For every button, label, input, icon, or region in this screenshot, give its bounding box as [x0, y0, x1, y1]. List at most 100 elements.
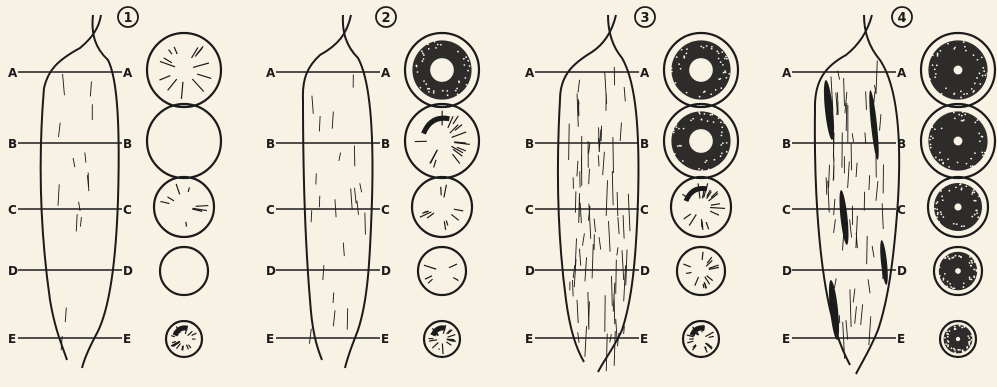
stem-streak: [614, 331, 615, 366]
section-label-left: C: [8, 203, 17, 217]
section-label-left: D: [266, 264, 276, 278]
speckle: [437, 44, 439, 46]
stem-streak: [577, 161, 578, 177]
speckle: [725, 77, 727, 79]
section-label-left: A: [525, 66, 535, 80]
radial-streak: [451, 214, 458, 220]
speckle: [966, 346, 968, 348]
speckle: [726, 151, 728, 153]
speckle: [953, 256, 955, 258]
section-label-left: C: [266, 203, 275, 217]
speckle: [963, 225, 965, 227]
speckle: [466, 84, 468, 86]
speckle: [960, 97, 962, 99]
speckle: [720, 144, 722, 146]
speckle: [974, 83, 976, 85]
radial-streak: [683, 264, 690, 267]
speckle: [975, 210, 977, 212]
speckle: [965, 50, 967, 52]
stem-streak: [343, 243, 344, 256]
stem-outline-right: [598, 15, 638, 372]
stem-streak: [332, 111, 333, 128]
speckle: [978, 132, 980, 134]
cross-section-circle: [677, 247, 725, 295]
speckle: [942, 163, 944, 165]
stem-streak: [585, 326, 587, 357]
speckle: [976, 77, 978, 79]
stem-streak: [616, 260, 617, 294]
speckle: [457, 93, 459, 95]
speckle: [979, 72, 981, 74]
speckle: [678, 128, 680, 130]
speckle: [948, 166, 950, 168]
stem-streak: [333, 292, 334, 302]
speckle: [932, 54, 934, 56]
speckle: [963, 283, 965, 285]
speckle: [960, 183, 962, 185]
section-label-left: D: [8, 264, 18, 278]
stem-streak: [309, 329, 311, 344]
stem-streak: [311, 210, 312, 222]
speckle: [984, 74, 986, 76]
speckle: [932, 64, 934, 66]
speckle: [704, 113, 706, 115]
dark-lesion: [686, 189, 707, 202]
radial-streak: [453, 116, 458, 124]
section-label-right: C: [381, 203, 390, 217]
stem-streak: [63, 74, 65, 95]
radial-streak: [167, 197, 174, 201]
speckle: [936, 216, 938, 218]
speckle: [976, 119, 978, 121]
speckle: [698, 168, 700, 170]
speckle: [941, 195, 943, 197]
speckle: [457, 51, 459, 53]
speckle: [708, 168, 710, 170]
stem-streak: [365, 213, 366, 235]
stem-outline-right: [856, 15, 899, 374]
speckle: [680, 68, 682, 70]
speckle: [973, 90, 975, 92]
radial-streak: [425, 276, 432, 279]
speckle: [982, 154, 984, 156]
speckle: [962, 349, 964, 351]
speckle: [938, 221, 940, 223]
dark-lesion: [424, 118, 450, 133]
stem-streak: [573, 265, 574, 278]
stem-streak: [73, 158, 75, 167]
radial-streak: [444, 221, 445, 230]
speckle: [978, 195, 980, 197]
speckle: [973, 189, 975, 191]
speckle: [675, 82, 677, 84]
speckle: [692, 118, 694, 120]
speckle: [949, 283, 951, 285]
stem-streak: [834, 278, 836, 288]
radial-streak: [444, 185, 447, 198]
speckle: [940, 213, 942, 215]
speckle: [940, 50, 942, 52]
stem-streak: [829, 165, 830, 188]
radial-streak: [160, 61, 175, 66]
speckle: [953, 287, 955, 289]
panel-number: 3: [640, 11, 649, 26]
speckle: [718, 58, 720, 60]
speckle: [677, 145, 679, 147]
speckle: [675, 124, 677, 126]
stem-streak: [592, 244, 593, 278]
speckle: [713, 121, 715, 123]
speckle: [948, 341, 950, 343]
stem-streak: [844, 78, 845, 106]
stem-streak: [869, 316, 871, 345]
radial-streak: [705, 332, 713, 337]
radial-streak: [684, 214, 691, 219]
section-label-left: E: [266, 332, 274, 346]
panel-1: 1AABBCCDDEE: [8, 7, 221, 368]
cross-section-circle: [160, 247, 208, 295]
speckle: [726, 142, 728, 144]
core: [430, 58, 454, 82]
section-label-right: D: [123, 264, 133, 278]
speckle: [969, 262, 971, 264]
speckle: [958, 255, 960, 257]
speckle: [959, 325, 961, 327]
speckle: [963, 326, 965, 328]
speckle: [686, 92, 688, 94]
